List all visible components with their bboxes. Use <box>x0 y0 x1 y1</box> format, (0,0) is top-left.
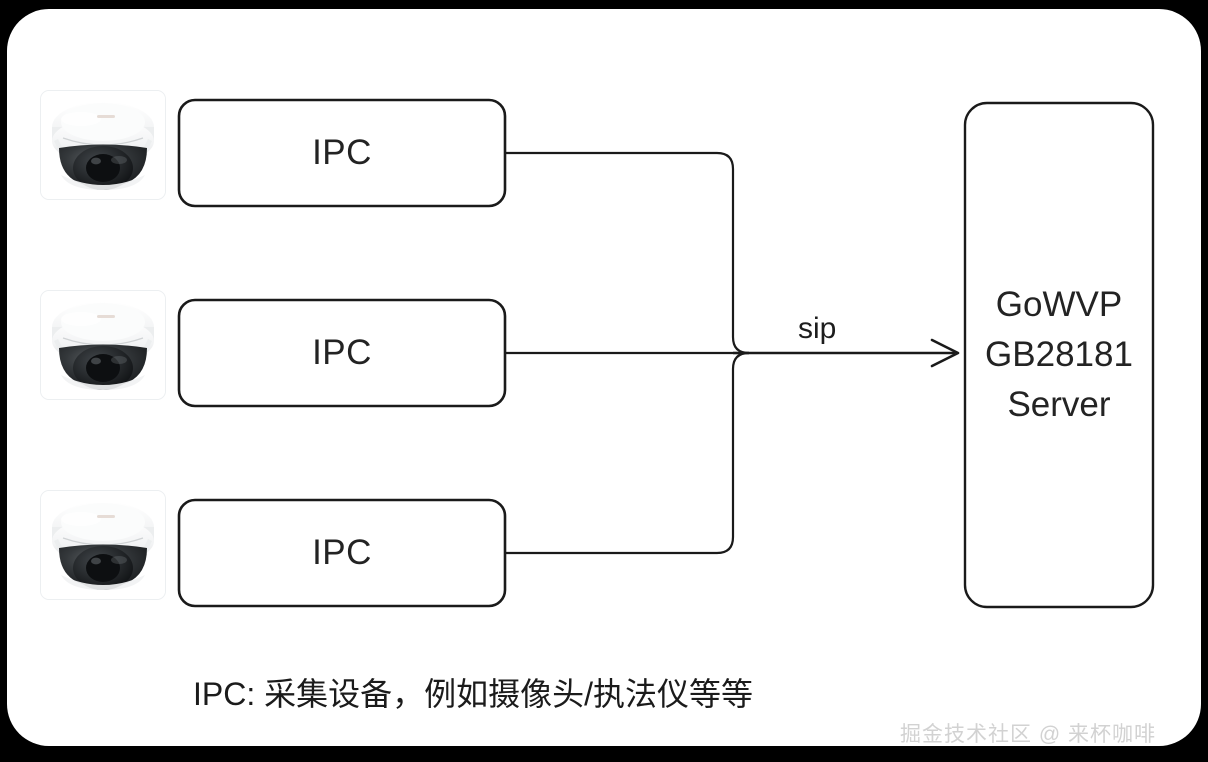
caption-text: IPC: 采集设备，例如摄像头/执法仪等等 <box>193 676 754 712</box>
server-line-1: GoWVP <box>995 285 1123 324</box>
ipc-box-label-2: IPC <box>312 333 372 372</box>
edge-label-sip: sip <box>798 312 837 345</box>
arrowhead-icon <box>930 338 960 368</box>
dome-camera-icon <box>40 490 166 600</box>
ipc-box-label-3: IPC <box>312 533 372 572</box>
watermark: 掘金技术社区 @ 来杯咖啡 <box>900 723 1156 746</box>
connector-ipc1 <box>505 151 750 355</box>
ipc-box-label-1: IPC <box>312 133 372 172</box>
server-line-2: GB28181 <box>985 335 1133 374</box>
server-line-3: Server <box>1007 385 1111 424</box>
dome-camera-icon <box>40 90 166 200</box>
dome-camera-icon <box>40 290 166 400</box>
diagram-card: IPC IPC IPC GoWVP GB28181 Server sip IPC… <box>7 9 1201 746</box>
server-box <box>963 101 1155 609</box>
connector-ipc3 <box>505 351 750 555</box>
connector-layer <box>177 98 1155 609</box>
ipc-box-2 <box>177 298 507 408</box>
ipc-box-1 <box>177 98 507 208</box>
ipc-box-3 <box>177 498 507 608</box>
server-box-label: GoWVP GB28181 Server <box>965 103 1153 607</box>
